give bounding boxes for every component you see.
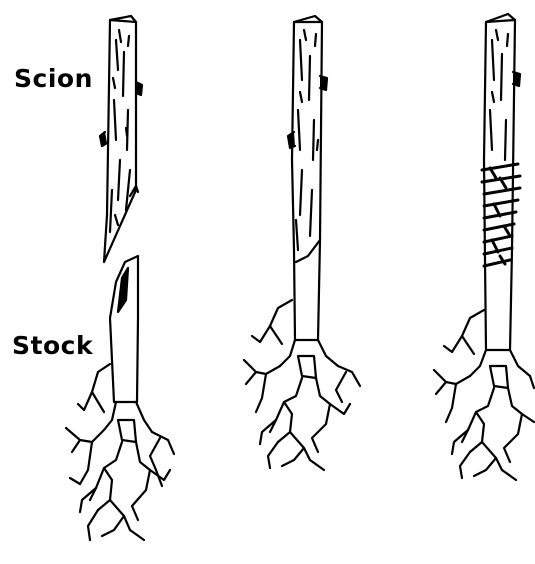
joined-graft — [244, 16, 360, 470]
stock-cutting — [66, 256, 174, 540]
bound-graft — [434, 14, 534, 480]
scion-cutting — [100, 16, 142, 262]
scion-label: Scion — [14, 66, 93, 91]
stock-label: Stock — [12, 333, 93, 358]
